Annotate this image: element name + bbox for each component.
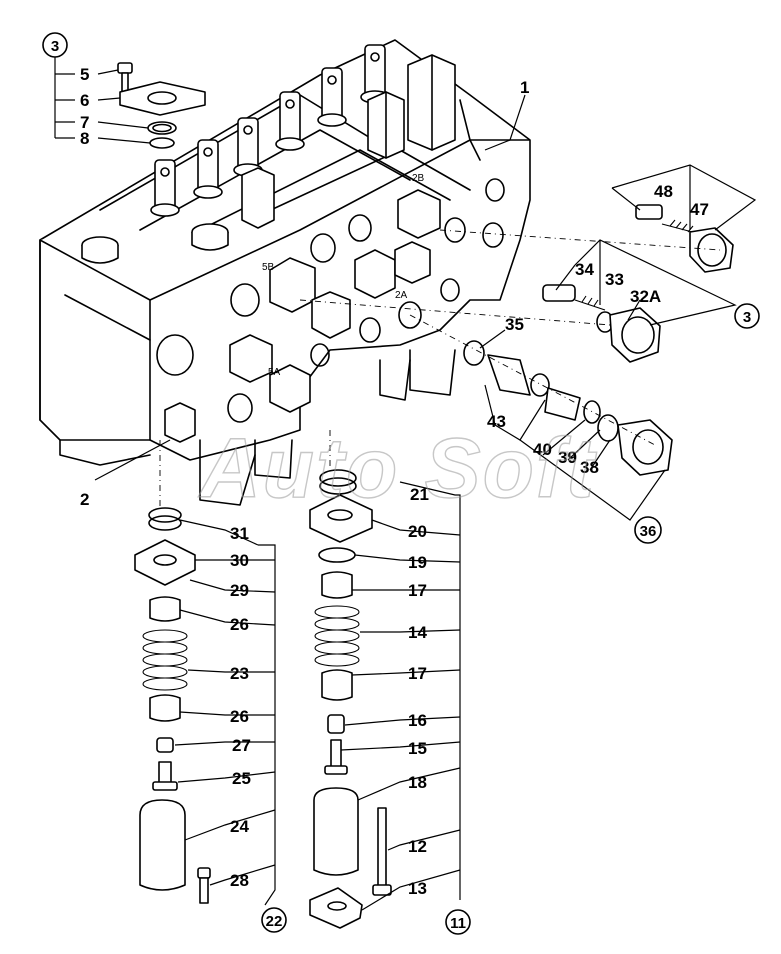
svg-text:3: 3 bbox=[743, 309, 751, 326]
callout-2: 2 bbox=[80, 490, 89, 509]
circled-ref-11: 11 bbox=[445, 909, 471, 935]
relief-valve-32a-34 bbox=[542, 284, 661, 363]
callout-12: 12 bbox=[408, 837, 427, 856]
relief-valve-35-43 bbox=[463, 340, 673, 476]
callout-25: 25 bbox=[232, 769, 251, 788]
callout-14: 14 bbox=[408, 623, 427, 642]
callout-26b: 26 bbox=[230, 707, 249, 726]
callout-15: 15 bbox=[408, 739, 427, 758]
callout-29: 29 bbox=[230, 581, 249, 600]
watermark: Auto Soft bbox=[198, 421, 597, 515]
callout-23: 23 bbox=[230, 664, 249, 683]
left-spool-stack bbox=[134, 507, 211, 904]
top-plug-left bbox=[81, 223, 229, 264]
circled-ref-3-right: 3 bbox=[734, 303, 760, 329]
callout-33: 33 bbox=[605, 270, 624, 289]
callout-5: 5 bbox=[80, 65, 89, 84]
callout-39: 39 bbox=[558, 448, 577, 467]
callout-30: 30 bbox=[230, 551, 249, 570]
relief-valve-47-48 bbox=[635, 204, 734, 273]
callout-48: 48 bbox=[654, 182, 673, 201]
left-spring bbox=[142, 629, 188, 691]
callout-27: 27 bbox=[232, 736, 251, 755]
svg-text:11: 11 bbox=[450, 915, 466, 932]
callout-21: 21 bbox=[410, 485, 429, 504]
callout-13: 13 bbox=[408, 879, 427, 898]
svg-text:22: 22 bbox=[266, 913, 283, 930]
port-label-2b: 2B bbox=[412, 173, 425, 184]
circled-references: 3 3 11 22 36 bbox=[42, 32, 760, 935]
callout-40: 40 bbox=[533, 440, 552, 459]
callout-16: 16 bbox=[408, 711, 427, 730]
callout-24: 24 bbox=[230, 817, 249, 836]
callout-17b: 17 bbox=[408, 664, 427, 683]
right-spool-stack bbox=[309, 469, 392, 929]
callout-18: 18 bbox=[408, 773, 427, 792]
callout-20: 20 bbox=[408, 522, 427, 541]
callout-35: 35 bbox=[505, 315, 524, 334]
callout-31: 31 bbox=[230, 524, 249, 543]
svg-text:36: 36 bbox=[640, 523, 657, 540]
right-spring bbox=[314, 605, 360, 667]
callout-32a: 32A bbox=[630, 287, 661, 306]
callout-8: 8 bbox=[80, 129, 89, 148]
port-label-5a: 5A bbox=[268, 367, 281, 378]
callout-7: 7 bbox=[80, 113, 89, 132]
port-label-2a: 2A bbox=[395, 290, 408, 301]
callout-1: 1 bbox=[520, 78, 529, 97]
callout-47: 47 bbox=[690, 200, 709, 219]
top-relief-caps bbox=[241, 54, 456, 229]
leader-lines bbox=[54, 55, 757, 911]
circled-ref-36: 36 bbox=[634, 516, 662, 544]
threaded-ports bbox=[156, 178, 505, 423]
port-label-5b: 5B bbox=[262, 262, 275, 273]
callout-19: 19 bbox=[408, 553, 427, 572]
callout-43: 43 bbox=[487, 412, 506, 431]
screw-plate-group bbox=[117, 62, 206, 149]
callout-38: 38 bbox=[580, 458, 599, 477]
callout-6: 6 bbox=[80, 91, 89, 110]
callout-26a: 26 bbox=[230, 615, 249, 634]
center-lines bbox=[159, 229, 721, 520]
svg-text:3: 3 bbox=[51, 38, 59, 55]
circled-ref-3-top: 3 bbox=[42, 32, 68, 58]
callout-34: 34 bbox=[575, 260, 594, 279]
callout-28: 28 bbox=[230, 871, 249, 890]
callout-labels: 1 2 5 6 7 8 12 13 14 15 16 17 17 18 19 2… bbox=[80, 65, 709, 898]
callout-17a: 17 bbox=[408, 581, 427, 600]
circled-ref-22: 22 bbox=[261, 907, 287, 933]
